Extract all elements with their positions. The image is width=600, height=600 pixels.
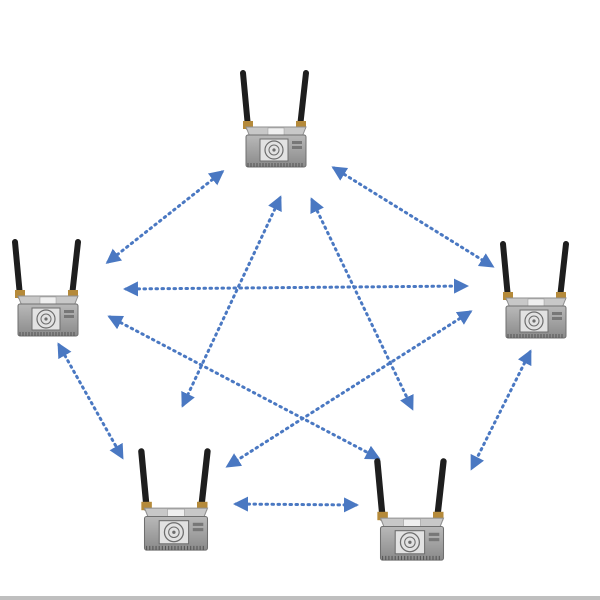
radio-device-bottom-left <box>138 448 211 551</box>
antenna-left-icon <box>12 239 23 299</box>
vent-slot <box>428 532 440 536</box>
fan-grille-icon <box>519 309 549 333</box>
device-logo-plate <box>167 508 185 517</box>
vent-slot <box>192 522 204 526</box>
vent-slot <box>64 315 74 318</box>
device-logo-plate <box>39 296 57 305</box>
antenna-right-icon <box>69 239 81 299</box>
antenna-left-icon <box>138 448 150 512</box>
bottom-border <box>0 596 600 600</box>
radio-device-left <box>12 239 81 337</box>
device-logo-plate <box>527 298 545 307</box>
antenna-connector-right <box>68 290 78 298</box>
fan-grille-icon <box>31 307 61 331</box>
antenna-left-icon <box>500 241 511 301</box>
link-top-right <box>331 166 495 268</box>
radio-device-bottom-right <box>374 458 447 561</box>
link-top-bottom-left <box>181 195 282 408</box>
vent-slot <box>428 538 440 542</box>
antenna-connector-left <box>377 511 388 521</box>
link-top-bottom-right <box>310 197 414 411</box>
device-vent-ribs <box>382 555 440 561</box>
device-logo-plate <box>403 518 421 527</box>
device-vent-ribs <box>146 545 204 551</box>
antenna-connector-left <box>243 121 253 129</box>
device-vent-ribs <box>507 334 563 338</box>
vent-slot <box>292 146 302 149</box>
links-layer <box>57 166 532 513</box>
radio-device-right <box>500 241 569 339</box>
antenna-left-icon <box>374 458 386 522</box>
nodes-layer <box>12 70 569 561</box>
link-left-right <box>123 278 469 297</box>
antenna-right-icon <box>198 448 211 512</box>
device-logo-plate <box>267 127 285 136</box>
fan-grille-icon <box>158 520 190 545</box>
antenna-left-icon <box>240 70 251 130</box>
link-right-bottom-left <box>225 310 473 468</box>
antenna-connector-right <box>197 501 208 511</box>
link-left-bottom-right <box>107 315 381 460</box>
antenna-right-icon <box>557 241 569 301</box>
vent-slot <box>64 310 74 313</box>
antenna-connector-right <box>433 511 444 521</box>
link-top-left <box>105 170 225 264</box>
fan-grille-icon <box>259 138 289 162</box>
vent-slot <box>292 141 302 144</box>
vent-slot <box>192 528 204 532</box>
antenna-right-icon <box>434 458 447 522</box>
antenna-connector-left <box>15 290 25 298</box>
antenna-connector-right <box>556 292 566 300</box>
link-bottom-left-bottom-right <box>233 496 359 513</box>
radio-device-top <box>240 70 309 168</box>
link-left-bottom-left <box>57 342 124 460</box>
device-vent-ribs <box>19 332 75 336</box>
antenna-connector-left <box>503 292 513 300</box>
link-right-bottom-right <box>470 349 532 471</box>
vent-slot <box>552 317 562 320</box>
antenna-connector-right <box>296 121 306 129</box>
antenna-right-icon <box>297 70 309 130</box>
vent-slot <box>552 312 562 315</box>
device-vent-ribs <box>247 163 303 167</box>
fan-grille-icon <box>394 530 426 555</box>
antenna-connector-left <box>141 501 152 511</box>
